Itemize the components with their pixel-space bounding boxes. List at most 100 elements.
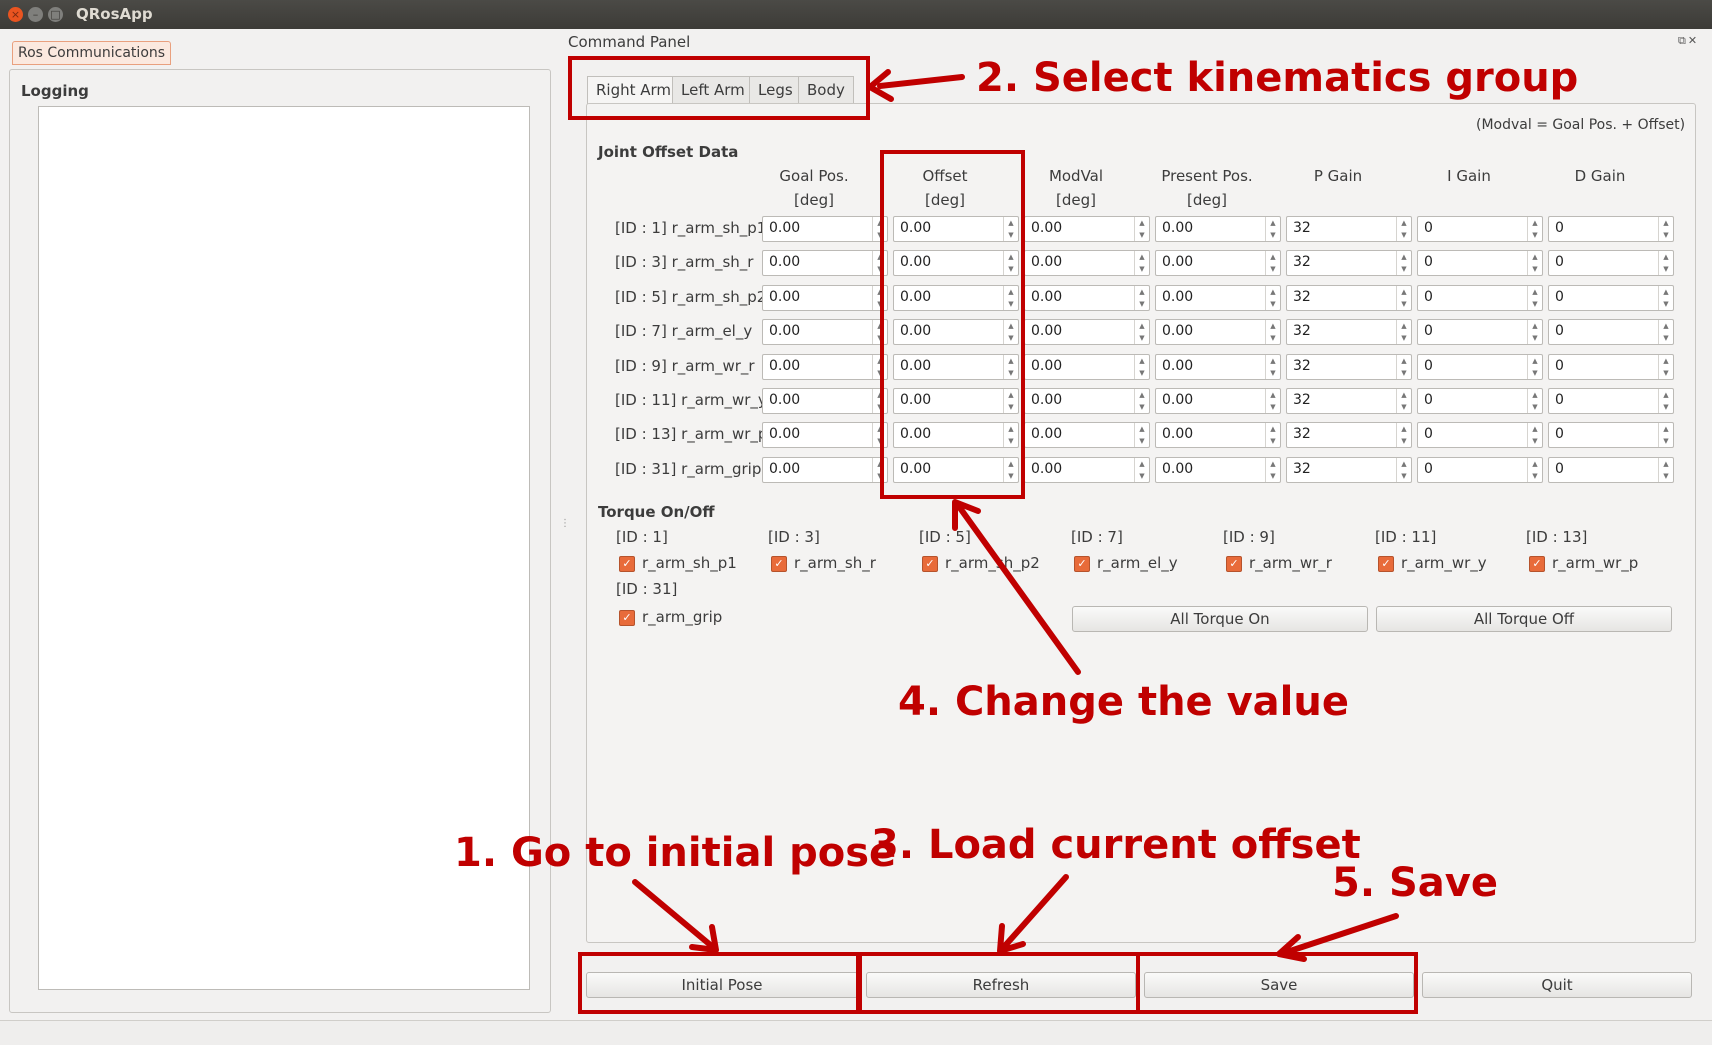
spinbox-goal-pos[interactable]: 0.00▲▼ — [762, 456, 888, 483]
spin-arrows-icon[interactable]: ▲▼ — [872, 217, 887, 241]
spin-arrows-icon[interactable]: ▲▼ — [1658, 389, 1673, 413]
spinbox-d-gain[interactable]: 0▲▼ — [1548, 319, 1674, 346]
spinbox-offset[interactable]: 0.00▲▼ — [893, 250, 1019, 277]
torque-joint-label[interactable]: r_arm_grip — [642, 608, 723, 626]
spin-arrows-icon[interactable]: ▲▼ — [1658, 251, 1673, 276]
spinbox-offset[interactable]: 0.00▲▼ — [893, 319, 1019, 346]
spinbox-goal-pos[interactable]: 0.00▲▼ — [762, 319, 888, 346]
spinbox-modval[interactable]: 0.00▲▼ — [1024, 284, 1150, 311]
torque-checkbox[interactable]: ✓ — [771, 556, 787, 572]
spin-arrows-icon[interactable]: ▲▼ — [1134, 354, 1149, 379]
initial-pose-button[interactable]: Initial Pose — [586, 972, 858, 998]
spinbox-d-gain[interactable]: 0▲▼ — [1548, 216, 1674, 242]
spin-arrows-icon[interactable]: ▲▼ — [1658, 217, 1673, 241]
torque-joint-label[interactable]: r_arm_sh_p1 — [642, 554, 737, 572]
spin-arrows-icon[interactable]: ▲▼ — [1003, 251, 1018, 276]
spin-arrows-icon[interactable]: ▲▼ — [1396, 423, 1411, 448]
spin-arrows-icon[interactable]: ▲▼ — [1658, 320, 1673, 345]
spin-arrows-icon[interactable]: ▲▼ — [1527, 354, 1542, 379]
spin-arrows-icon[interactable]: ▲▼ — [1658, 457, 1673, 482]
spin-arrows-icon[interactable]: ▲▼ — [1265, 320, 1280, 345]
spinbox-p-gain[interactable]: 32▲▼ — [1286, 388, 1412, 414]
spin-arrows-icon[interactable]: ▲▼ — [1396, 320, 1411, 345]
spinbox-offset[interactable]: 0.00▲▼ — [893, 422, 1019, 449]
all-torque-off-button[interactable]: All Torque Off — [1376, 606, 1672, 632]
spin-arrows-icon[interactable]: ▲▼ — [1265, 251, 1280, 276]
torque-joint-label[interactable]: r_arm_wr_y — [1401, 554, 1487, 572]
minimize-window-icon[interactable]: – — [28, 7, 43, 22]
torque-checkbox[interactable]: ✓ — [1074, 556, 1090, 572]
spin-arrows-icon[interactable]: ▲▼ — [1527, 423, 1542, 448]
spinbox-p-gain[interactable]: 32▲▼ — [1286, 456, 1412, 483]
torque-checkbox[interactable]: ✓ — [922, 556, 938, 572]
refresh-button[interactable]: Refresh — [866, 972, 1136, 998]
spin-arrows-icon[interactable]: ▲▼ — [1003, 285, 1018, 310]
spin-arrows-icon[interactable]: ▲▼ — [1134, 389, 1149, 413]
spinbox-i-gain[interactable]: 0▲▼ — [1417, 388, 1543, 414]
torque-checkbox[interactable]: ✓ — [1226, 556, 1242, 572]
spinbox-goal-pos[interactable]: 0.00▲▼ — [762, 284, 888, 311]
torque-checkbox[interactable]: ✓ — [619, 610, 635, 626]
spin-arrows-icon[interactable]: ▲▼ — [872, 457, 887, 482]
spinbox-present-pos[interactable]: 0.00▲▼ — [1155, 353, 1281, 380]
spinbox-goal-pos[interactable]: 0.00▲▼ — [762, 216, 888, 242]
all-torque-on-button[interactable]: All Torque On — [1072, 606, 1368, 632]
spinbox-i-gain[interactable]: 0▲▼ — [1417, 422, 1543, 449]
spinbox-present-pos[interactable]: 0.00▲▼ — [1155, 422, 1281, 449]
spinbox-present-pos[interactable]: 0.00▲▼ — [1155, 216, 1281, 242]
spinbox-present-pos[interactable]: 0.00▲▼ — [1155, 319, 1281, 346]
spinbox-offset[interactable]: 0.00▲▼ — [893, 353, 1019, 380]
spin-arrows-icon[interactable]: ▲▼ — [1134, 217, 1149, 241]
spin-arrows-icon[interactable]: ▲▼ — [1134, 320, 1149, 345]
spinbox-goal-pos[interactable]: 0.00▲▼ — [762, 422, 888, 449]
spinbox-offset[interactable]: 0.00▲▼ — [893, 216, 1019, 242]
spinbox-i-gain[interactable]: 0▲▼ — [1417, 250, 1543, 277]
spinbox-d-gain[interactable]: 0▲▼ — [1548, 250, 1674, 277]
spin-arrows-icon[interactable]: ▲▼ — [1527, 457, 1542, 482]
spinbox-i-gain[interactable]: 0▲▼ — [1417, 353, 1543, 380]
spinbox-present-pos[interactable]: 0.00▲▼ — [1155, 388, 1281, 414]
spin-arrows-icon[interactable]: ▲▼ — [1003, 354, 1018, 379]
spinbox-present-pos[interactable]: 0.00▲▼ — [1155, 250, 1281, 277]
torque-checkbox[interactable]: ✓ — [619, 556, 635, 572]
torque-joint-label[interactable]: r_arm_wr_r — [1249, 554, 1332, 572]
spin-arrows-icon[interactable]: ▲▼ — [1265, 389, 1280, 413]
spinbox-offset[interactable]: 0.00▲▼ — [893, 388, 1019, 414]
spinbox-modval[interactable]: 0.00▲▼ — [1024, 353, 1150, 380]
spinbox-d-gain[interactable]: 0▲▼ — [1548, 353, 1674, 380]
spinbox-i-gain[interactable]: 0▲▼ — [1417, 284, 1543, 311]
close-window-icon[interactable]: × — [8, 7, 23, 22]
spinbox-p-gain[interactable]: 32▲▼ — [1286, 319, 1412, 346]
spin-arrows-icon[interactable]: ▲▼ — [1658, 423, 1673, 448]
spin-arrows-icon[interactable]: ▲▼ — [1658, 285, 1673, 310]
spin-arrows-icon[interactable]: ▲▼ — [1003, 457, 1018, 482]
spin-arrows-icon[interactable]: ▲▼ — [1134, 423, 1149, 448]
spin-arrows-icon[interactable]: ▲▼ — [1527, 217, 1542, 241]
spin-arrows-icon[interactable]: ▲▼ — [872, 251, 887, 276]
torque-checkbox[interactable]: ✓ — [1378, 556, 1394, 572]
spinbox-goal-pos[interactable]: 0.00▲▼ — [762, 250, 888, 277]
spinbox-i-gain[interactable]: 0▲▼ — [1417, 216, 1543, 242]
spin-arrows-icon[interactable]: ▲▼ — [1003, 217, 1018, 241]
spin-arrows-icon[interactable]: ▲▼ — [1527, 320, 1542, 345]
spin-arrows-icon[interactable]: ▲▼ — [872, 320, 887, 345]
spin-arrows-icon[interactable]: ▲▼ — [1527, 285, 1542, 310]
dock-float-close-icon[interactable]: ⧉✕ — [1678, 34, 1700, 47]
spinbox-d-gain[interactable]: 0▲▼ — [1548, 284, 1674, 311]
log-output[interactable] — [38, 106, 530, 990]
spin-arrows-icon[interactable]: ▲▼ — [872, 354, 887, 379]
spinbox-d-gain[interactable]: 0▲▼ — [1548, 422, 1674, 449]
torque-checkbox[interactable]: ✓ — [1529, 556, 1545, 572]
spin-arrows-icon[interactable]: ▲▼ — [1265, 457, 1280, 482]
spin-arrows-icon[interactable]: ▲▼ — [1527, 251, 1542, 276]
spin-arrows-icon[interactable]: ▲▼ — [1134, 457, 1149, 482]
spin-arrows-icon[interactable]: ▲▼ — [1134, 285, 1149, 310]
spin-arrows-icon[interactable]: ▲▼ — [1265, 285, 1280, 310]
spinbox-modval[interactable]: 0.00▲▼ — [1024, 216, 1150, 242]
spin-arrows-icon[interactable]: ▲▼ — [1003, 423, 1018, 448]
spinbox-i-gain[interactable]: 0▲▼ — [1417, 319, 1543, 346]
spinbox-modval[interactable]: 0.00▲▼ — [1024, 250, 1150, 277]
spin-arrows-icon[interactable]: ▲▼ — [1396, 354, 1411, 379]
spin-arrows-icon[interactable]: ▲▼ — [1396, 217, 1411, 241]
torque-joint-label[interactable]: r_arm_wr_p — [1552, 554, 1639, 572]
